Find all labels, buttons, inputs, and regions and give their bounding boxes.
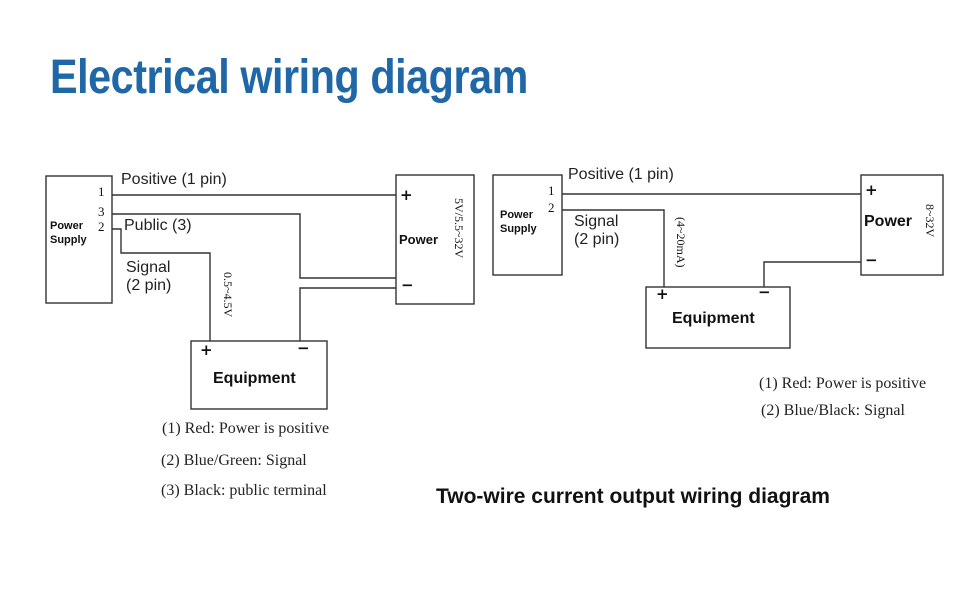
right-power-label: Power <box>864 213 913 230</box>
left-equipment-label: Equipment <box>213 370 296 387</box>
right-positive-label: Positive (1 pin) <box>568 166 674 183</box>
right-supply-box <box>492 174 563 276</box>
left-supply-label: Power Supply <box>50 220 87 246</box>
right-pin-2: 2 <box>548 200 555 215</box>
left-public-label: Public (3) <box>124 217 192 234</box>
right-pin-1: 1 <box>548 183 555 198</box>
left-power-plus: + <box>400 186 413 204</box>
diagram-caption: Two-wire current output wiring diagram <box>436 485 830 508</box>
right-equipment-box <box>645 286 791 349</box>
left-power-label: Power <box>399 232 439 247</box>
right-note-2: (2) Blue/Black: Signal <box>761 402 905 419</box>
left-positive-label: Positive (1 pin) <box>121 171 227 188</box>
left-pin-2: 2 <box>98 219 105 234</box>
right-note-1: (1) Red: Power is positive <box>759 375 927 392</box>
left-pin-1: 1 <box>98 184 105 199</box>
left-power-minus: − <box>401 276 414 294</box>
right-equipment-plus: + <box>656 285 669 303</box>
left-note-1: (1) Red: Power is positive <box>162 420 330 437</box>
page-title: Electrical wiring diagram <box>50 51 528 104</box>
left-output-range: 0.5~4.5V <box>221 272 235 318</box>
left-supply-box <box>45 175 113 304</box>
right-current-range: (4~20mA) <box>674 217 688 268</box>
right-power-box <box>860 174 944 276</box>
left-pin-3: 3 <box>98 204 105 219</box>
left-note-2: (2) Blue/Green: Signal <box>161 452 307 469</box>
right-signal-label: Signal (2 pin) <box>574 213 620 248</box>
right-equipment-minus: − <box>758 283 771 301</box>
left-equipment-minus: − <box>297 339 310 357</box>
right-power-range: 8~32V <box>923 204 937 238</box>
right-equipment-label: Equipment <box>672 310 755 327</box>
left-equipment-box <box>190 340 328 410</box>
left-equipment-plus: + <box>200 341 213 359</box>
right-supply-label: Power Supply <box>500 209 537 235</box>
left-power-range: 5V/5.5~32V <box>452 198 466 259</box>
left-note-3: (3) Black: public terminal <box>161 482 327 499</box>
left-power-box <box>395 174 475 305</box>
left-signal-label: Signal (2 pin) <box>126 259 172 294</box>
right-power-minus: − <box>865 251 878 269</box>
right-power-plus: + <box>865 181 878 199</box>
